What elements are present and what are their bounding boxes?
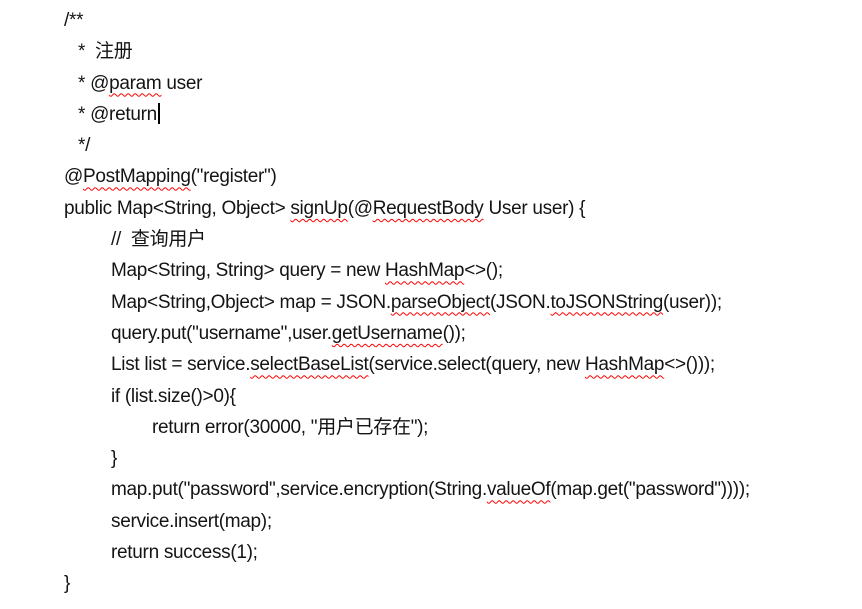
code-line[interactable]: List list = service.selectBaseList(servi… [0,349,862,380]
code-line[interactable]: } [0,568,862,599]
code-text: (map.get("password")))); [550,479,750,501]
code-line[interactable]: * @return [0,99,862,130]
code-line[interactable]: service.insert(map); [0,506,862,537]
code-line[interactable]: Map<String,Object> map = JSON.parseObjec… [0,287,862,318]
code-text: map.put("password",service.encryption(St… [111,479,487,501]
code-text: @ [64,166,83,188]
code-text: <>(); [464,260,503,282]
code-text: // 查询用户 [111,229,206,251]
code-text: } [111,448,118,470]
code-text: ()); [442,322,466,344]
code-line[interactable]: if (list.size()>0){ [0,381,862,412]
code-text: if (list.size()>0){ [111,385,236,407]
code-line[interactable]: * @param user [0,68,862,99]
misspelled-word: HashMap [584,354,665,376]
code-text: query.put("username",user. [111,322,332,344]
code-text: * 注册 [78,41,133,63]
code-text: ("register") [190,166,277,188]
misspelled-word: toJSONString [550,291,664,313]
code-line[interactable]: map.put("password",service.encryption(St… [0,474,862,505]
code-text: Map<String, String> query = new [111,260,385,282]
misspelled-word: selectBaseList [250,354,369,376]
code-line[interactable]: */ [0,130,862,161]
code-text: * @return [78,103,157,125]
code-line[interactable]: /** [0,5,862,36]
code-line[interactable]: // 查询用户 [0,224,862,255]
code-line[interactable]: } [0,443,862,474]
misspelled-word: param [109,72,162,94]
misspelled-word: RequestBody [372,197,484,219]
misspelled-word: PostMapping [83,166,191,188]
code-line[interactable]: return error(30000, "用户已存在"); [0,412,862,443]
code-line[interactable]: * 注册 [0,36,862,67]
misspelled-word: signUp [290,197,348,219]
code-text: (@ [347,197,373,219]
code-line[interactable]: public Map<String, Object> signUp(@Reque… [0,193,862,224]
misspelled-word: HashMap [384,260,465,282]
code-text: service.insert(map); [111,510,272,532]
code-text: public Map<String, Object> [64,197,291,219]
misspelled-word: valueOf [486,479,551,501]
code-text: User user) { [483,197,586,219]
code-line[interactable]: return success(1); [0,537,862,568]
code-text: return error(30000, "用户已存在"); [152,416,429,438]
code-text: (service.select(query, new [368,354,585,376]
misspelled-word: getUsername [331,322,443,344]
code-line[interactable]: Map<String, String> query = new HashMap<… [0,255,862,286]
code-text: * @ [78,72,110,94]
code-text: (JSON. [489,291,551,313]
code-text: } [64,573,71,595]
code-text: return success(1); [111,542,258,564]
code-text: Map<String,Object> map = JSON. [111,291,391,313]
misspelled-word: parseObject [390,291,490,313]
code-line[interactable]: query.put("username",user.getUsername())… [0,318,862,349]
code-text: List list = service. [111,354,251,376]
code-text: <>())); [664,354,715,376]
text-cursor [157,102,160,124]
code-text: user [161,72,203,94]
code-text: /** [64,10,84,31]
code-text: */ [78,135,91,157]
code-text: (user)); [663,291,722,313]
code-line[interactable]: @PostMapping("register") [0,161,862,192]
